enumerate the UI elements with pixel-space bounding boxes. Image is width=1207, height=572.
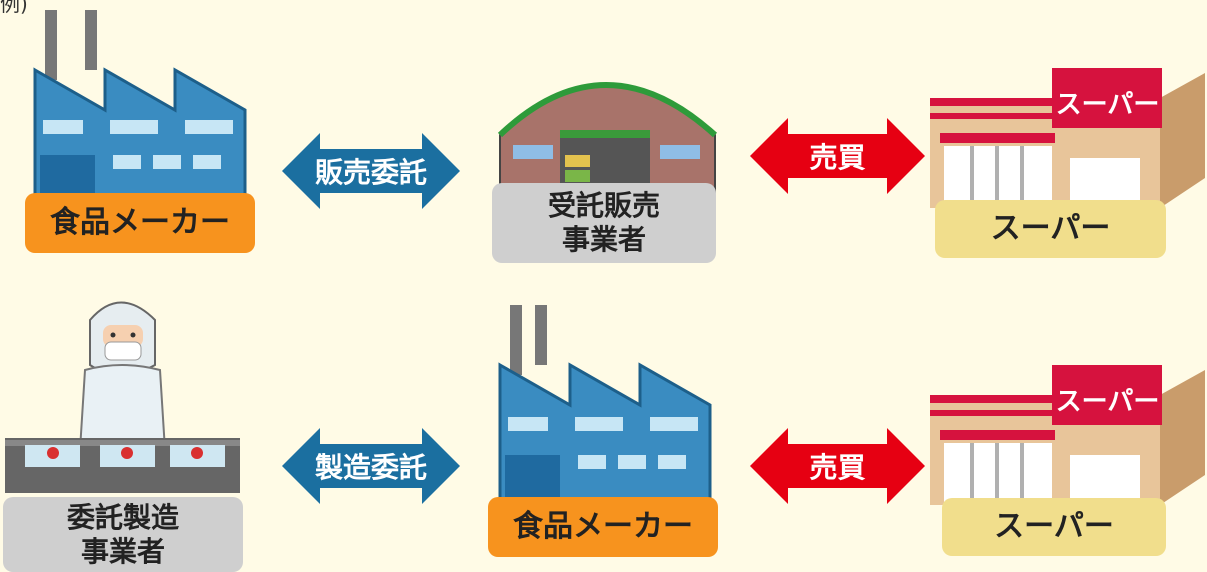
store-sign-text: スーパー xyxy=(1055,90,1160,120)
supermarket-icon xyxy=(930,365,1205,505)
food-maker-label: 食品メーカー xyxy=(488,497,718,557)
food-maker-label: 食品メーカー xyxy=(25,193,255,253)
trade-label: 売買 xyxy=(809,451,866,484)
consignment-seller-label: 受託販売 事業者 xyxy=(492,183,716,263)
example-prefix: 例) xyxy=(0,0,28,16)
supermarket-icon xyxy=(930,68,1205,208)
factory-icon xyxy=(33,10,247,202)
factory-worker-icon xyxy=(5,301,240,493)
supermarket-label: スーパー xyxy=(942,498,1166,556)
red-double-arrow xyxy=(750,428,925,504)
blue-double-arrow xyxy=(282,133,460,209)
trade-label: 売買 xyxy=(809,141,866,174)
supermarket-label: スーパー xyxy=(935,200,1166,258)
store-sign-text: スーパー xyxy=(1055,387,1160,417)
blue-double-arrow xyxy=(282,428,460,504)
factory-icon xyxy=(498,305,712,507)
red-double-arrow xyxy=(750,118,925,194)
sales-consignment-label: 販売委託 xyxy=(314,156,427,189)
contract-manufacturer-label: 委託製造 事業者 xyxy=(3,497,243,572)
manufacturing-consignment-label: 製造委託 xyxy=(314,451,427,484)
